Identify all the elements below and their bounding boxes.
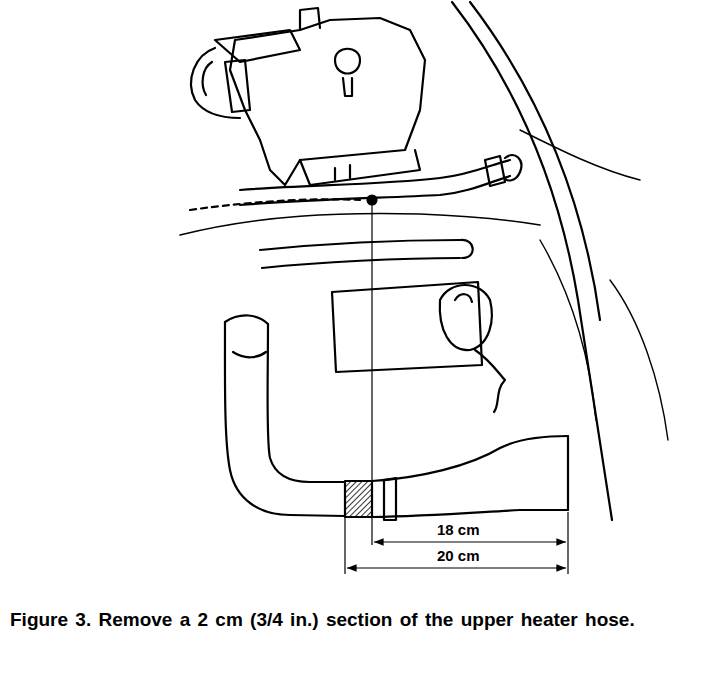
valve <box>440 285 492 350</box>
component-knob <box>335 49 360 74</box>
fender-line <box>520 130 640 180</box>
heater-hose <box>372 436 568 481</box>
reference-line <box>371 200 372 545</box>
fender-line <box>610 280 668 440</box>
dimension-label: 18 cm <box>434 522 483 539</box>
component-base <box>300 150 420 185</box>
component-body <box>230 18 425 185</box>
heater-hose <box>225 315 268 324</box>
fender-line <box>470 2 600 320</box>
extension-line <box>344 517 345 574</box>
pipe <box>262 258 460 268</box>
valve <box>455 294 472 302</box>
removed-section <box>345 481 372 517</box>
hose-clamp <box>485 156 505 186</box>
valve-tab <box>475 350 505 412</box>
extension-line <box>567 512 568 574</box>
dimension-label: 20 cm <box>434 548 483 565</box>
heater-hose <box>372 510 568 517</box>
component-flange <box>225 60 250 112</box>
hose-clamp <box>384 478 396 520</box>
pipe-end <box>460 240 473 258</box>
heater-hose <box>567 436 569 510</box>
pipe <box>260 240 460 250</box>
hose <box>203 62 212 95</box>
heater-hose <box>233 352 266 357</box>
figure-caption: Figure 3. Remove a 2 cm (3/4 in.) sectio… <box>10 608 704 632</box>
hidden-line <box>190 199 360 210</box>
hose <box>191 48 240 118</box>
engine-parts <box>180 2 668 520</box>
component-knob <box>343 78 352 96</box>
fender-line <box>452 2 612 520</box>
bracket-plate <box>332 282 482 372</box>
component-bolt <box>335 165 350 180</box>
heater-hose <box>268 324 346 482</box>
dimension-line <box>347 567 566 568</box>
fender-line <box>540 240 596 420</box>
body-line <box>180 213 540 235</box>
dimension-lines <box>345 195 568 574</box>
component-flange <box>215 30 300 62</box>
hose <box>240 160 510 190</box>
hose-end <box>505 155 521 180</box>
component-port <box>300 8 320 30</box>
heater-hose <box>225 322 345 516</box>
dimension-line <box>374 541 566 542</box>
